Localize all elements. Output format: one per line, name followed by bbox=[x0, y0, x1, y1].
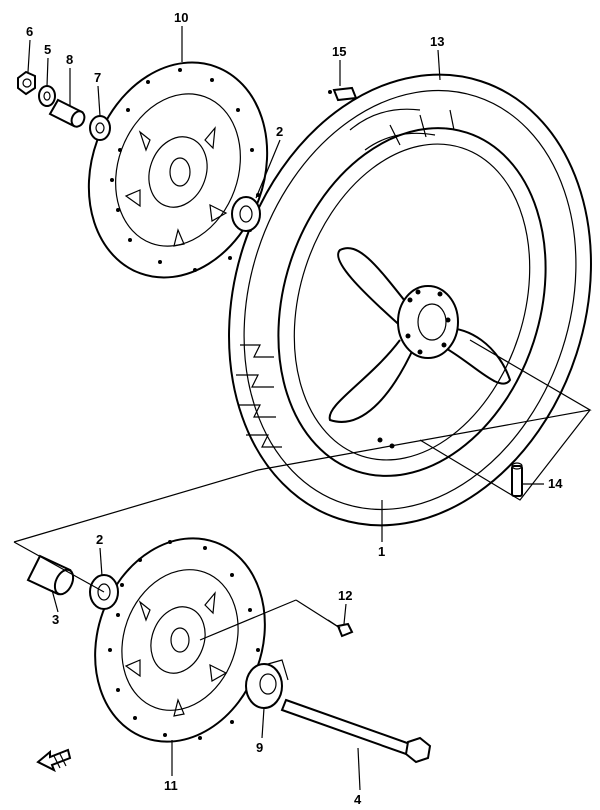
callout-13: 13 bbox=[430, 34, 444, 49]
part-5-washer bbox=[38, 85, 56, 107]
assembly-lines bbox=[13, 339, 592, 641]
callout-2-upper: 2 bbox=[276, 124, 283, 139]
brake-disc-lower bbox=[94, 537, 266, 743]
part-6-nut bbox=[17, 70, 36, 96]
part-8-spacer bbox=[48, 98, 86, 128]
callouts: 6 5 8 7 10 2 15 13 14 1 2 3 12 9 11 4 bbox=[26, 10, 563, 807]
callout-9: 9 bbox=[256, 740, 263, 755]
callout-3: 3 bbox=[52, 612, 59, 627]
part-3-spacer bbox=[26, 554, 75, 596]
part-14-valve bbox=[511, 462, 523, 497]
callout-12: 12 bbox=[338, 588, 352, 603]
callout-14: 14 bbox=[548, 476, 563, 491]
part-4-axle bbox=[280, 698, 432, 764]
callout-11: 11 bbox=[164, 778, 178, 793]
part-2-bearing-upper bbox=[231, 196, 261, 232]
part-7-spacer bbox=[89, 115, 111, 141]
callout-8: 8 bbox=[66, 52, 73, 67]
part-9-gearbox bbox=[245, 659, 289, 709]
callout-4: 4 bbox=[354, 792, 362, 807]
callout-7: 7 bbox=[94, 70, 101, 85]
part-15-balance-weight bbox=[328, 86, 358, 102]
leader-lines bbox=[27, 26, 544, 791]
front-direction-arrow-icon bbox=[36, 748, 72, 773]
callout-1: 1 bbox=[378, 544, 385, 559]
callout-15: 15 bbox=[332, 44, 346, 59]
wheel-assembly bbox=[228, 73, 592, 527]
callout-10: 10 bbox=[174, 10, 188, 25]
callout-5: 5 bbox=[44, 42, 51, 57]
callout-6: 6 bbox=[26, 24, 33, 39]
callout-2-lower: 2 bbox=[96, 532, 103, 547]
